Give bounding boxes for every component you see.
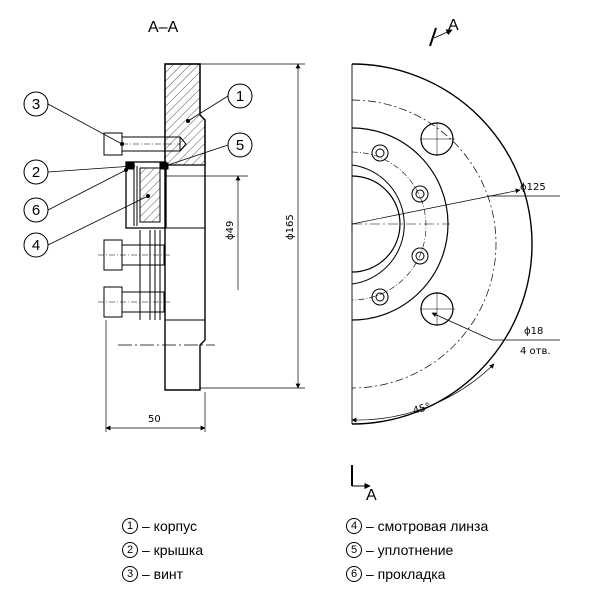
legend-item: 6 – прокладка (346, 562, 488, 586)
dim-phi165: ϕ165 (285, 214, 296, 240)
legend-num: 1 (122, 518, 138, 534)
legend-num: 6 (346, 566, 362, 582)
legend-text: – смотровая линза (366, 518, 489, 534)
legend-text: – крышка (142, 542, 204, 558)
section-view (47, 63, 305, 432)
callout-1 (227, 83, 253, 109)
legend-item: 3 – винт (122, 562, 203, 586)
cover (125, 161, 167, 229)
callout-4 (23, 232, 49, 258)
front-view (351, 27, 560, 490)
callout-2-label: 2 (32, 164, 40, 181)
callout-2 (23, 159, 49, 185)
dim-angle: 45° (412, 401, 432, 416)
callout-5-label: 5 (236, 137, 244, 154)
callout-3 (23, 91, 49, 117)
legend-num: 5 (346, 542, 362, 558)
callouts (23, 83, 253, 258)
dim-holes: 4 отв. (520, 346, 551, 357)
callout-6 (23, 197, 49, 223)
callout-3-label: 3 (32, 96, 40, 113)
callout-4-label: 4 (32, 237, 40, 254)
legend-item: 4 – смотровая линза (346, 514, 488, 538)
screw-top (103, 132, 123, 156)
callout-1-label: 1 (236, 88, 244, 105)
view-label-top: А (448, 17, 459, 34)
legend-num: 2 (122, 542, 138, 558)
dim-phi125: ϕ125 (520, 182, 546, 193)
legend-right: 4 – смотровая линза 5 – уплотнение 6 – п… (346, 514, 488, 586)
legend-text: – прокладка (366, 566, 446, 582)
legend-num: 3 (122, 566, 138, 582)
legend-text: – винт (142, 566, 184, 582)
legend-item: 5 – уплотнение (346, 538, 488, 562)
callout-6-label: 6 (32, 202, 40, 219)
view-label-bottom: А (366, 487, 377, 504)
dim-50: 50 (148, 414, 161, 425)
sight-lens (139, 167, 161, 223)
legend-text: – корпус (142, 518, 197, 534)
legend-left: 1 – корпус 2 – крышка 3 – винт (122, 514, 203, 586)
legend-item: 1 – корпус (122, 514, 203, 538)
callout-5 (227, 132, 253, 158)
dim-phi18: ϕ18 (524, 326, 543, 337)
section-title: А–А (148, 19, 179, 36)
legend-text: – уплотнение (366, 542, 454, 558)
legend-item: 2 – крышка (122, 538, 203, 562)
dim-phi49: ϕ49 (225, 221, 236, 240)
legend-num: 4 (346, 518, 362, 534)
flange-outer (351, 63, 533, 425)
